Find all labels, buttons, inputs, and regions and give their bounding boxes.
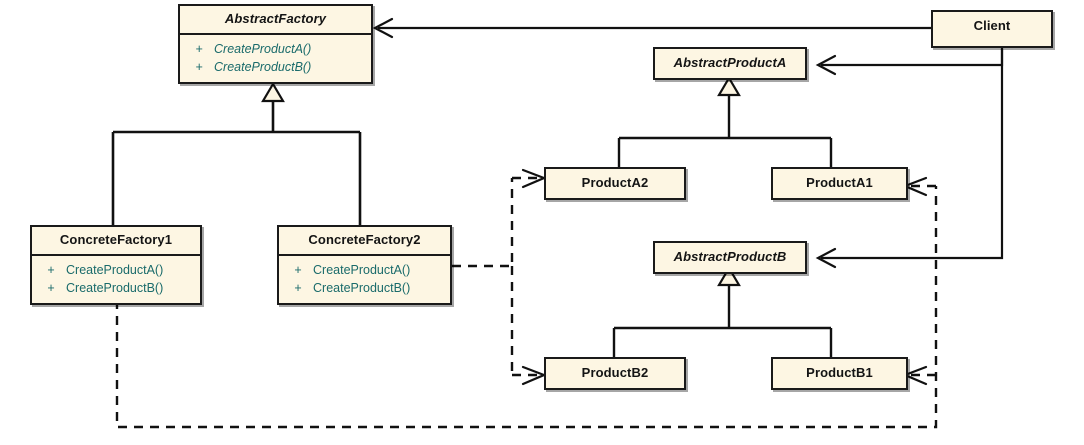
compartment-divider: [32, 253, 200, 256]
association-client-abstractproductb: [815, 49, 1004, 269]
open-arrowhead-icon: [815, 247, 837, 269]
association-client-abstractfactory: [372, 17, 931, 39]
open-arrowhead-icon: [372, 17, 394, 39]
compartment-divider: [279, 253, 450, 256]
open-arrowhead-icon: [902, 176, 928, 197]
hollow-triangle-icon: [717, 75, 741, 97]
member-name: CreateProductB(): [214, 60, 312, 75]
class-title: ConcreteFactory2: [308, 232, 421, 247]
dependency-cf2-products: [452, 168, 547, 386]
class-member: + CreateProductA(): [36, 261, 196, 279]
class-members: + CreateProductA() + CreateProductB(): [180, 35, 371, 82]
class-box-product-a1[interactable]: ProductA1: [771, 167, 908, 200]
member-visibility: +: [195, 41, 203, 56]
class-title: ProductA1: [806, 175, 873, 190]
member-visibility: +: [47, 281, 55, 296]
generalization-product-a: [617, 75, 833, 168]
open-arrowhead-icon: [521, 365, 547, 386]
hollow-triangle-icon: [261, 81, 285, 103]
class-member: + CreateProductA(): [184, 40, 367, 58]
class-member: + CreateProductB(): [36, 279, 196, 297]
class-box-concrete-factory-1[interactable]: ConcreteFactory1 + CreateProductA() + Cr…: [30, 225, 202, 306]
class-title: ProductB1: [806, 365, 873, 380]
class-member: + CreateProductB(): [184, 58, 367, 76]
open-arrowhead-icon: [521, 168, 547, 189]
class-box-concrete-factory-2[interactable]: ConcreteFactory2 + CreateProductA() + Cr…: [277, 225, 452, 306]
member-name: CreateProductA(): [214, 41, 312, 56]
member-name: CreateProductB(): [313, 281, 411, 296]
class-box-product-b2[interactable]: ProductB2: [544, 357, 686, 390]
class-member: + CreateProductA(): [283, 261, 446, 279]
class-title: ConcreteFactory1: [59, 232, 173, 247]
class-title: ProductB2: [581, 365, 649, 380]
class-title: AbstractFactory: [224, 11, 327, 26]
member-name: CreateProductA(): [66, 262, 164, 277]
generalization-factories: [111, 81, 362, 225]
open-arrowhead-icon: [815, 54, 837, 76]
class-title: AbstractProductA: [673, 55, 787, 70]
class-box-abstract-product-b[interactable]: AbstractProductB: [653, 241, 807, 274]
class-title: ProductA2: [581, 175, 649, 190]
member-visibility: +: [294, 281, 302, 296]
member-visibility: +: [47, 262, 55, 277]
generalization-product-b: [612, 265, 833, 358]
class-box-product-a2[interactable]: ProductA2: [544, 167, 686, 200]
class-box-product-b1[interactable]: ProductB1: [771, 357, 908, 390]
class-title: Client: [973, 18, 1011, 33]
class-box-abstract-factory[interactable]: AbstractFactory + CreateProductA() + Cre…: [178, 4, 373, 85]
class-box-client[interactable]: Client: [931, 10, 1053, 48]
class-members: + CreateProductA() + CreateProductB(): [32, 256, 200, 303]
association-line: [821, 49, 1004, 260]
member-visibility: +: [195, 60, 203, 75]
member-visibility: +: [294, 262, 302, 277]
member-name: CreateProductA(): [313, 262, 411, 277]
class-box-abstract-product-a[interactable]: AbstractProductA: [653, 47, 807, 80]
member-name: CreateProductB(): [66, 281, 164, 296]
class-member: + CreateProductB(): [283, 279, 446, 297]
compartment-divider: [180, 32, 371, 35]
class-members: + CreateProductA() + CreateProductB(): [279, 256, 450, 303]
dependency-line-main: [115, 186, 938, 429]
class-title: AbstractProductB: [673, 249, 787, 264]
dependency-line-producta2: [452, 178, 514, 268]
open-arrowhead-icon: [902, 365, 928, 386]
